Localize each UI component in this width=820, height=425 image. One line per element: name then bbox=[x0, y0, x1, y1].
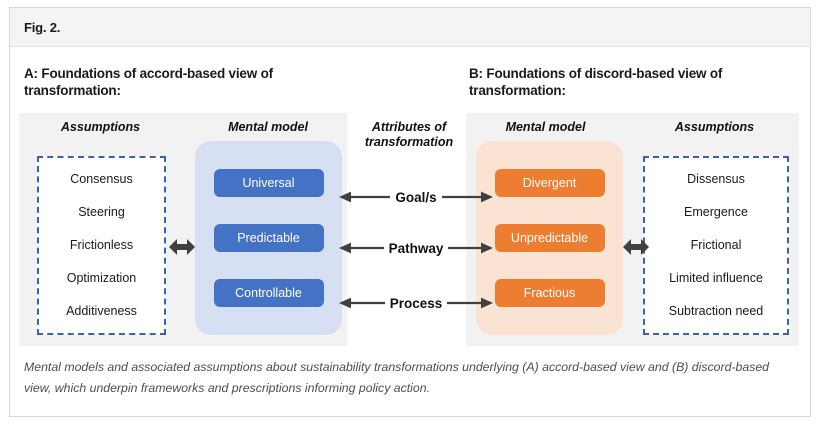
panel-b-title: B: Foundations of discord-based view of … bbox=[469, 66, 723, 98]
mental-model-box: Unpredictable bbox=[494, 223, 605, 252]
figure-label: Fig. 2. bbox=[24, 20, 61, 35]
panel-b-assumptions-box: Dissensus Emergence Frictional Limited i… bbox=[643, 156, 789, 335]
list-item: Additiveness bbox=[66, 304, 137, 318]
attribute-row-pathway: Pathway bbox=[339, 236, 493, 260]
mental-model-box: Divergent bbox=[494, 168, 605, 197]
list-item: Frictional bbox=[690, 238, 742, 252]
list-item: Dissensus bbox=[687, 172, 745, 186]
list-item: Steering bbox=[78, 205, 125, 219]
attribute-label: Pathway bbox=[383, 240, 449, 256]
list-item: Optimization bbox=[66, 271, 137, 285]
panel-b-assumptions-header: Assumptions bbox=[674, 120, 755, 134]
list-item: Consensus bbox=[70, 172, 133, 186]
attribute-label: Goal/s bbox=[390, 189, 442, 205]
panel-a-title: A: Foundations of accord-based view of t… bbox=[24, 66, 273, 98]
figure-card: Fig. 2. A: Foundations of accord-based v… bbox=[9, 7, 811, 417]
double-arrow-icon bbox=[169, 239, 195, 255]
figure-caption: Mental models and associated assumptions… bbox=[24, 360, 770, 395]
attribute-label: Process bbox=[384, 295, 448, 311]
list-item: Emergence bbox=[684, 205, 748, 219]
mental-model-box: Controllable bbox=[213, 279, 324, 308]
double-arrow-icon bbox=[623, 239, 649, 255]
list-item: Frictionless bbox=[69, 238, 134, 252]
panel-a-assumptions-box: Consensus Steering Frictionless Optimiza… bbox=[37, 156, 166, 335]
panel-b-mental-model-header: Mental model bbox=[505, 120, 586, 134]
list-item: Subtraction need bbox=[668, 304, 764, 318]
mental-model-box: Universal bbox=[213, 168, 324, 197]
panel-a-mental-model-container: Universal Predictable Controllable bbox=[195, 141, 342, 335]
figure-header-bar bbox=[10, 8, 810, 47]
panel-b-mental-model-container: Divergent Unpredictable Fractious bbox=[476, 141, 623, 335]
panel-a-mental-model-header: Mental model bbox=[228, 120, 308, 134]
mental-model-box: Predictable bbox=[213, 223, 324, 252]
attributes-header: Attributes of transformation bbox=[364, 120, 454, 149]
attribute-row-goals: Goal/s bbox=[339, 185, 493, 209]
mental-model-box: Fractious bbox=[494, 279, 605, 308]
attribute-row-process: Process bbox=[339, 291, 493, 315]
list-item: Limited influence bbox=[669, 271, 763, 285]
panel-a-assumptions-header: Assumptions bbox=[60, 120, 141, 134]
